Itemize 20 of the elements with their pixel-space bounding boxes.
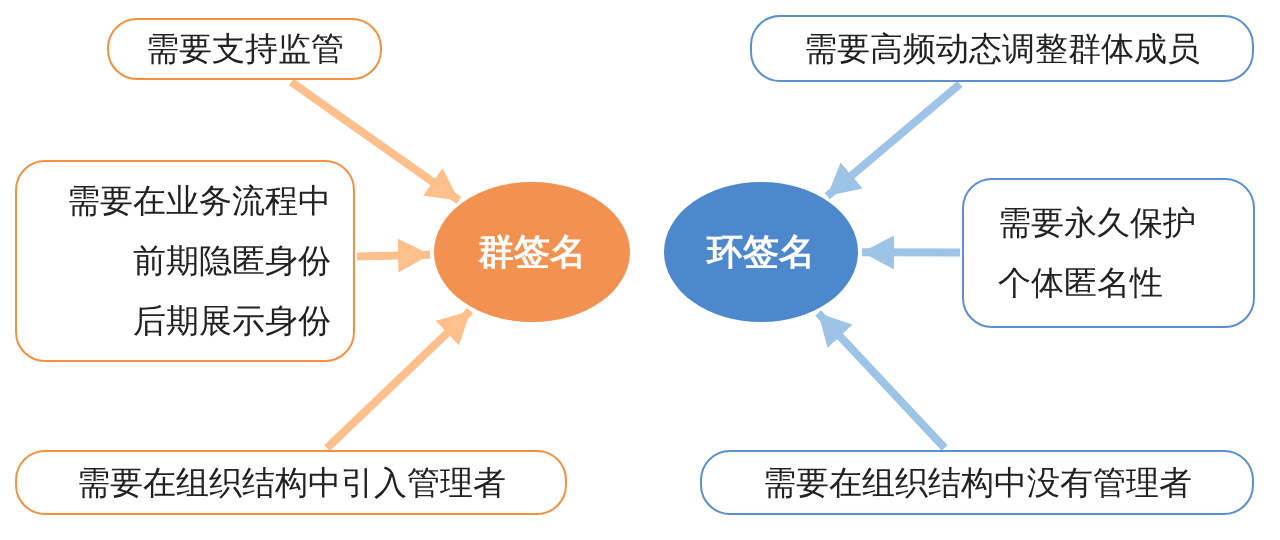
box-text: 需要在组织结构中没有管理者: [762, 461, 1192, 504]
arrow: [824, 80, 963, 200]
box-text: 需要在业务流程中: [67, 180, 331, 222]
box-text: 前期隐匿身份: [133, 240, 331, 282]
box-text: 需要在组织结构中引入管理者: [76, 461, 506, 504]
arrow: [815, 310, 948, 451]
rounded-box: [107, 18, 382, 80]
box-text: 后期展示身份: [133, 300, 331, 342]
rounded-box: [15, 450, 567, 515]
rounded-box: [750, 15, 1254, 82]
box-text: 需要支持监管: [145, 28, 344, 70]
oval-label: 环签名: [707, 230, 815, 274]
box-text: 需要高频动态调整群体成员: [804, 27, 1200, 70]
rounded-box: [15, 160, 355, 362]
arrow: [288, 78, 462, 204]
arrow: [324, 308, 474, 451]
rounded-box: [700, 450, 1254, 515]
rounded-box: [962, 178, 1255, 328]
box-text: 需要永久保护个体匿名性: [998, 202, 1197, 304]
oval-label: 群签名: [478, 230, 586, 274]
